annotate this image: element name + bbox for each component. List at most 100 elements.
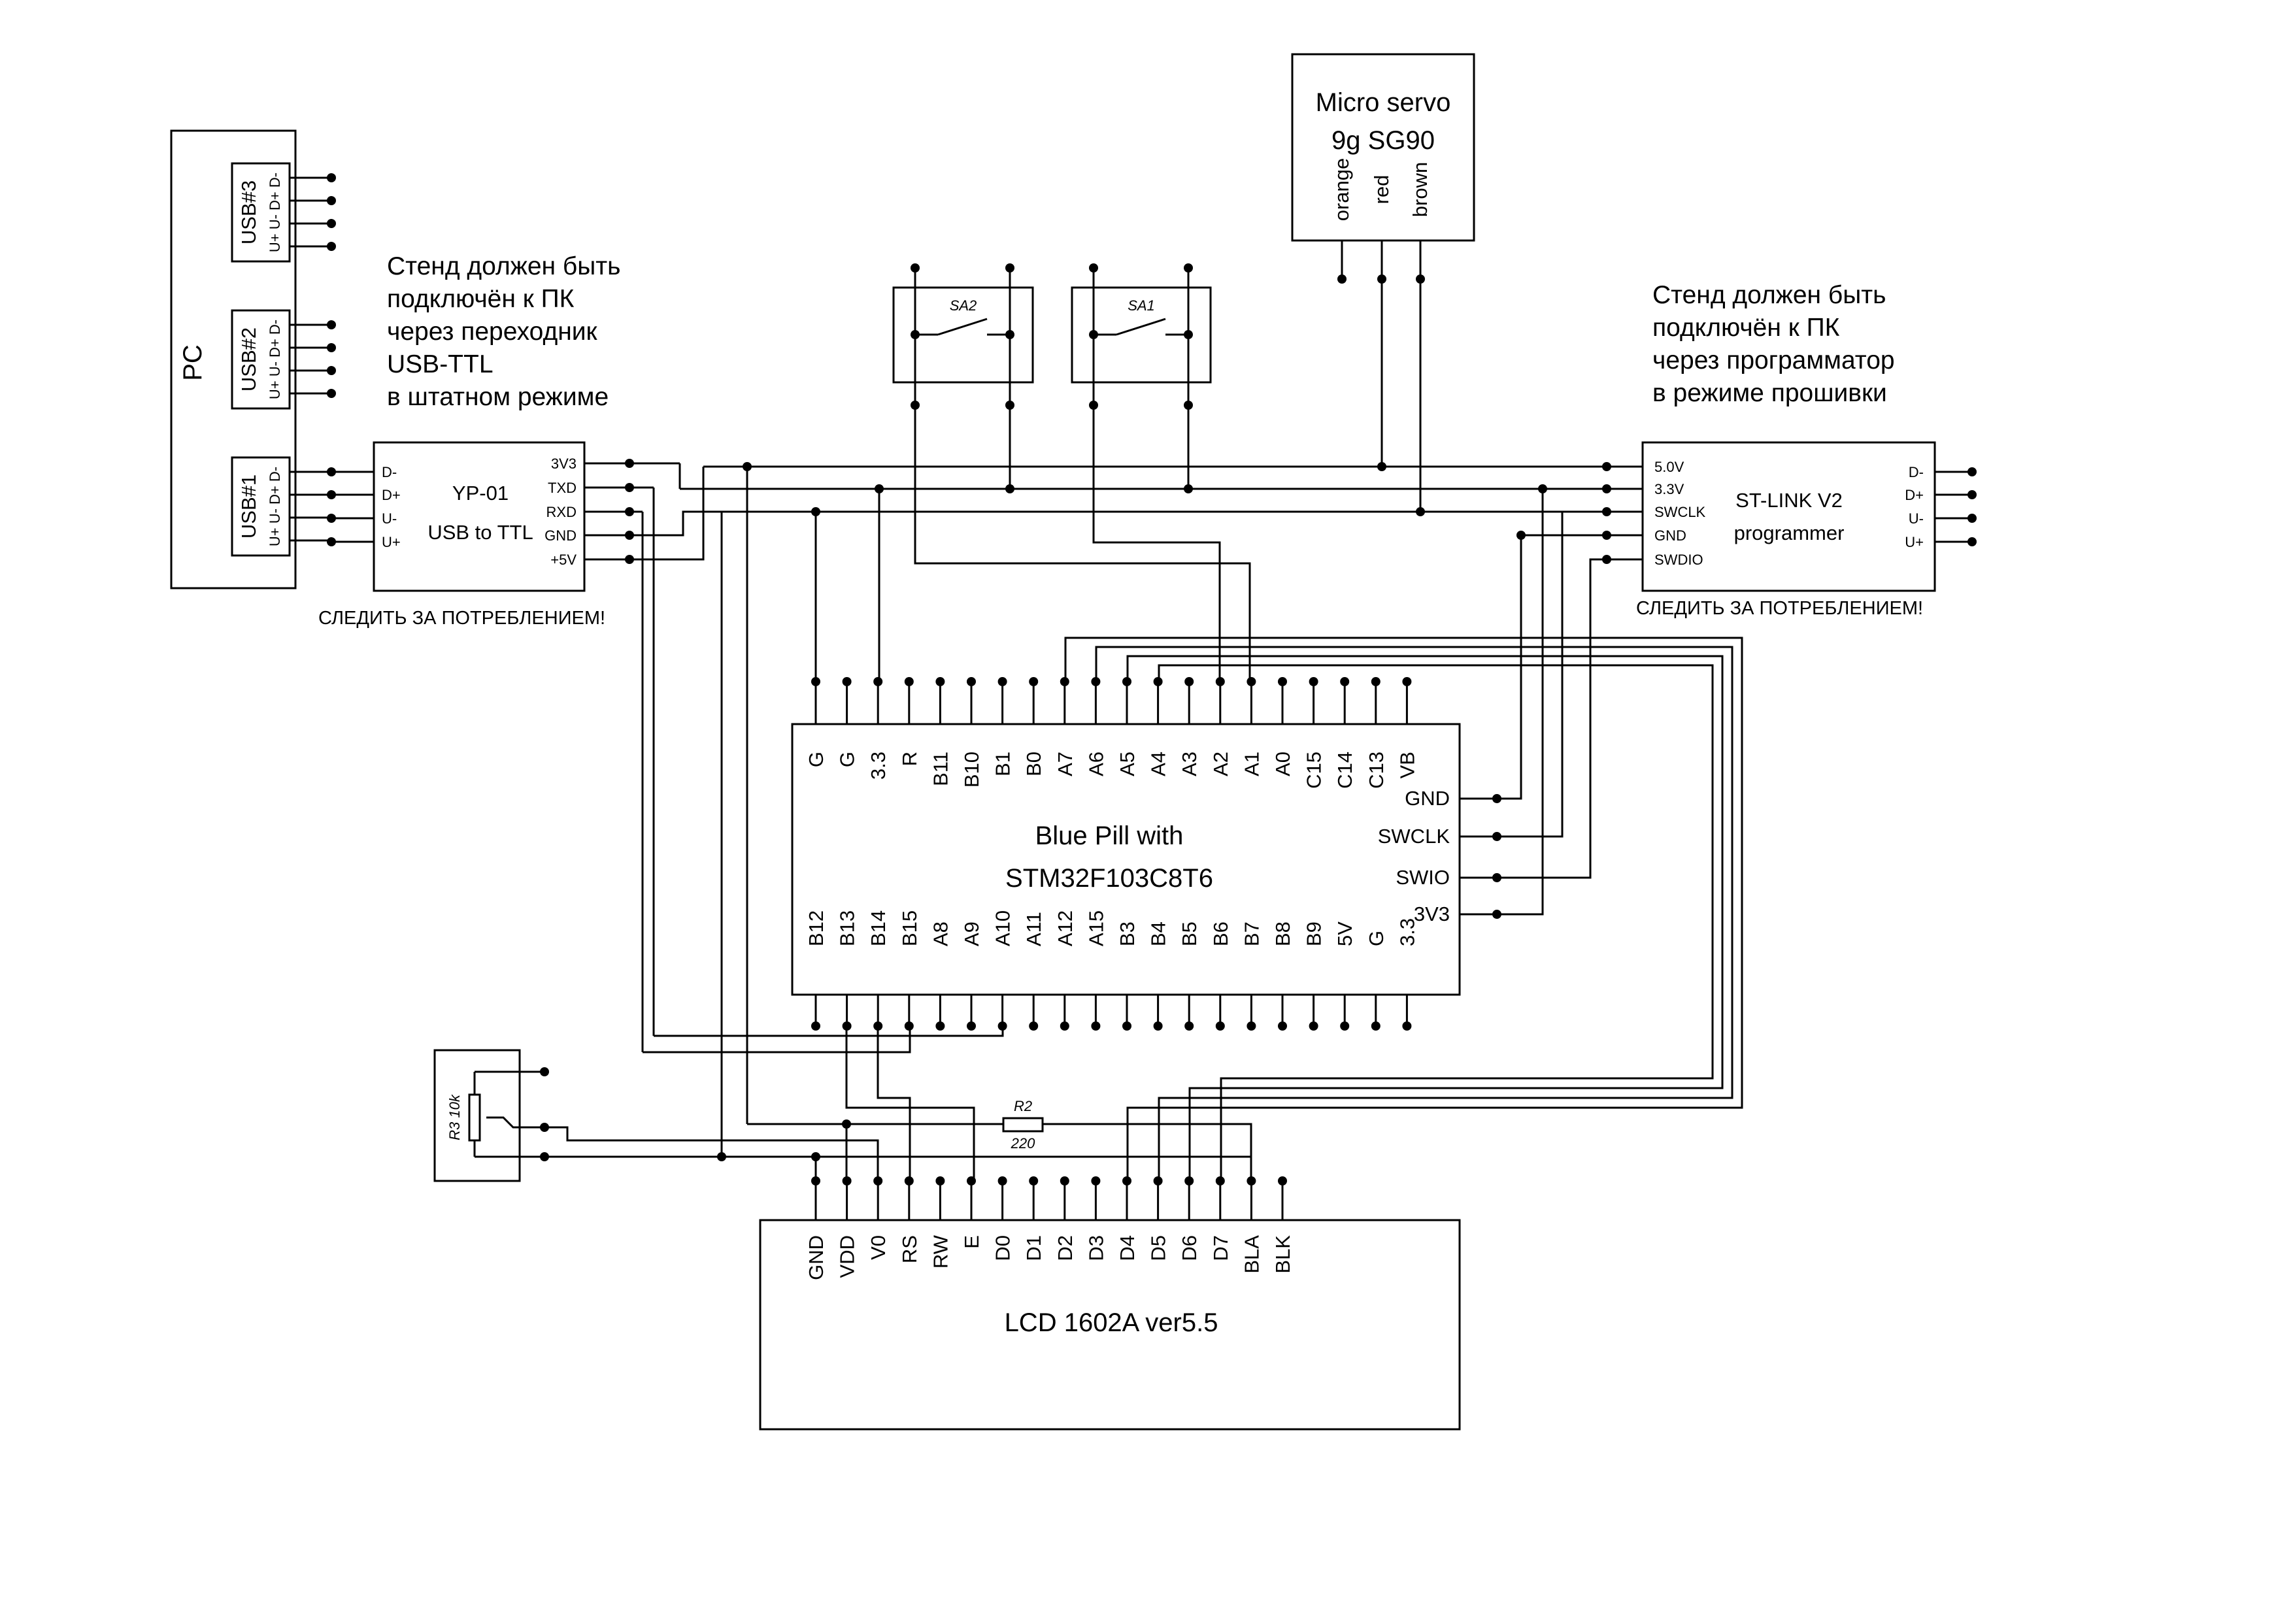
usb-ttl-pin-terminal xyxy=(625,459,634,468)
switch-pin xyxy=(911,330,920,339)
pc-box xyxy=(170,129,297,589)
switch-label: SA2 xyxy=(950,297,977,314)
bus-junction xyxy=(1377,462,1386,471)
junction-dot xyxy=(842,1119,851,1129)
switch-terminal xyxy=(1005,401,1014,410)
lcd-pin-terminal xyxy=(1184,1176,1194,1185)
bluepill-bottom-pin-terminal xyxy=(1402,1021,1412,1031)
bus-junction xyxy=(1538,484,1547,493)
bluepill-top-pin-terminal xyxy=(842,677,852,686)
bluepill-top-pin-label: A5 xyxy=(1116,752,1139,776)
bluepill-swd-pin-label: SWIO xyxy=(1396,866,1450,889)
lcd-pin-terminal xyxy=(935,1176,945,1185)
usb-ttl-pin-label: 3V3 xyxy=(551,456,577,472)
bluepill-bottom-pin-terminal xyxy=(1215,1021,1225,1031)
bluepill-top-pin-label: B1 xyxy=(992,752,1014,776)
stlink-pin-terminal xyxy=(1602,462,1611,471)
note-left-line: Стенд должен быть xyxy=(387,252,620,280)
wire-swd-gnd xyxy=(1497,534,1607,800)
usb-pin-terminal xyxy=(327,219,336,228)
bluepill-bottom-pin-terminal xyxy=(1340,1021,1350,1031)
stlink-pin-terminal xyxy=(1967,537,1977,546)
pot-wiper xyxy=(486,1116,544,1129)
usb-pin-junction xyxy=(327,467,336,476)
usb-ttl-title: YP-01 xyxy=(452,482,509,505)
wire-a6-d5 xyxy=(1095,646,1733,1181)
lcd-pin-terminal xyxy=(811,1176,820,1185)
lcd-pin-terminal xyxy=(967,1176,976,1185)
bluepill-bottom-pin-terminal xyxy=(1278,1021,1287,1031)
usb-ttl-pin-terminal xyxy=(625,531,634,540)
bluepill-swd-terminal xyxy=(1492,832,1501,841)
servo-wire-terminal xyxy=(1416,274,1425,284)
switch-terminal xyxy=(1184,263,1193,273)
servo-wire-label: red xyxy=(1370,175,1393,205)
switch-terminal xyxy=(911,401,920,410)
bluepill-bottom-pin-label: G xyxy=(1365,931,1388,946)
bus-junction xyxy=(811,507,820,516)
usb-ttl-pin-terminal xyxy=(625,483,634,492)
bluepill-top-pin-terminal xyxy=(1340,677,1350,686)
bluepill-bottom-pin-terminal xyxy=(1091,1021,1101,1031)
resistor-r2-value: 220 xyxy=(1011,1135,1035,1152)
lcd-pin-label: D0 xyxy=(992,1235,1014,1261)
switch-terminal xyxy=(1005,263,1014,273)
wire-r2-to-bla xyxy=(1043,1123,1252,1181)
bluepill-bottom-pin-label: B3 xyxy=(1116,921,1139,946)
note-right-line: через программатор xyxy=(1652,346,1895,374)
bus-junction xyxy=(875,484,884,493)
usb-port-pin-names: U+ U- D+ D- xyxy=(267,467,283,546)
lcd-pin-label: D5 xyxy=(1147,1235,1170,1261)
wire-ttl-5v xyxy=(629,467,705,561)
usb-ttl-pin-label: +5V xyxy=(550,552,577,568)
note-left-line: USB-TTL xyxy=(387,350,494,378)
bluepill-top-pin-terminal xyxy=(1153,677,1163,686)
switch-pin xyxy=(1089,330,1098,339)
usb-pin-terminal xyxy=(327,320,336,329)
switch-pin xyxy=(1005,330,1014,339)
pot-terminal xyxy=(540,1152,549,1161)
usb-ttl-pin-label: TXD xyxy=(548,480,577,496)
bluepill-top-pin-terminal xyxy=(1029,677,1039,686)
servo-subtitle: 9g SG90 xyxy=(1331,126,1435,155)
stlink-pin-label: D- xyxy=(1909,464,1924,480)
bluepill-top-pin-label: B11 xyxy=(929,752,952,786)
bluepill-bottom-pin-terminal xyxy=(1184,1021,1194,1031)
bluepill-bottom-pin-terminal xyxy=(997,1021,1007,1031)
bluepill-top-pin-terminal xyxy=(1278,677,1287,686)
switch-terminal xyxy=(1089,401,1098,410)
servo-title: Micro servo xyxy=(1316,88,1451,117)
bluepill-top-pin-label: C13 xyxy=(1365,752,1388,789)
note-right-line: подключён к ПК xyxy=(1652,314,1840,342)
wire-swd-swclk xyxy=(1497,510,1607,838)
bus-junction xyxy=(1416,507,1425,516)
switch-blade xyxy=(937,318,988,336)
switch-box xyxy=(1071,286,1212,384)
resistor-r2 xyxy=(1002,1117,1044,1133)
bluepill-bottom-pin-terminal xyxy=(1122,1021,1131,1031)
bluepill-bottom-pin-label: B5 xyxy=(1178,921,1201,946)
lcd-pin-label: RW xyxy=(929,1235,952,1268)
usb-ttl-box xyxy=(373,441,586,592)
lcd-pin-label: D6 xyxy=(1178,1235,1201,1261)
stlink-pin-label: U+ xyxy=(1905,534,1924,550)
bluepill-bottom-pin-label: B6 xyxy=(1209,921,1232,946)
stlink-pin-label: 5.0V xyxy=(1654,459,1684,475)
bluepill-top-pin-label: R xyxy=(898,752,921,766)
bluepill-title: Blue Pill with xyxy=(1035,821,1184,850)
usb-pin-terminal xyxy=(327,389,336,398)
bluepill-top-pin-terminal xyxy=(1402,677,1412,686)
wire-a10-txd xyxy=(654,1026,1004,1037)
bluepill-top-pin-label: A4 xyxy=(1147,752,1170,776)
bluepill-bottom-pin-label: B7 xyxy=(1240,921,1263,946)
wire-a7-d4 xyxy=(1064,637,1743,1181)
bluepill-bottom-pin-terminal xyxy=(1153,1021,1163,1031)
note-left-line: через переходник xyxy=(387,318,598,346)
bluepill-bottom-pin-label: A9 xyxy=(960,921,983,946)
usb-port-box xyxy=(231,162,291,263)
wire-sa1-to-a2 xyxy=(1092,405,1221,682)
bluepill-bottom-pin-terminal xyxy=(967,1021,976,1031)
lcd-pin-terminal xyxy=(1029,1176,1039,1185)
usb-ttl-pin-label: U- xyxy=(382,510,397,527)
